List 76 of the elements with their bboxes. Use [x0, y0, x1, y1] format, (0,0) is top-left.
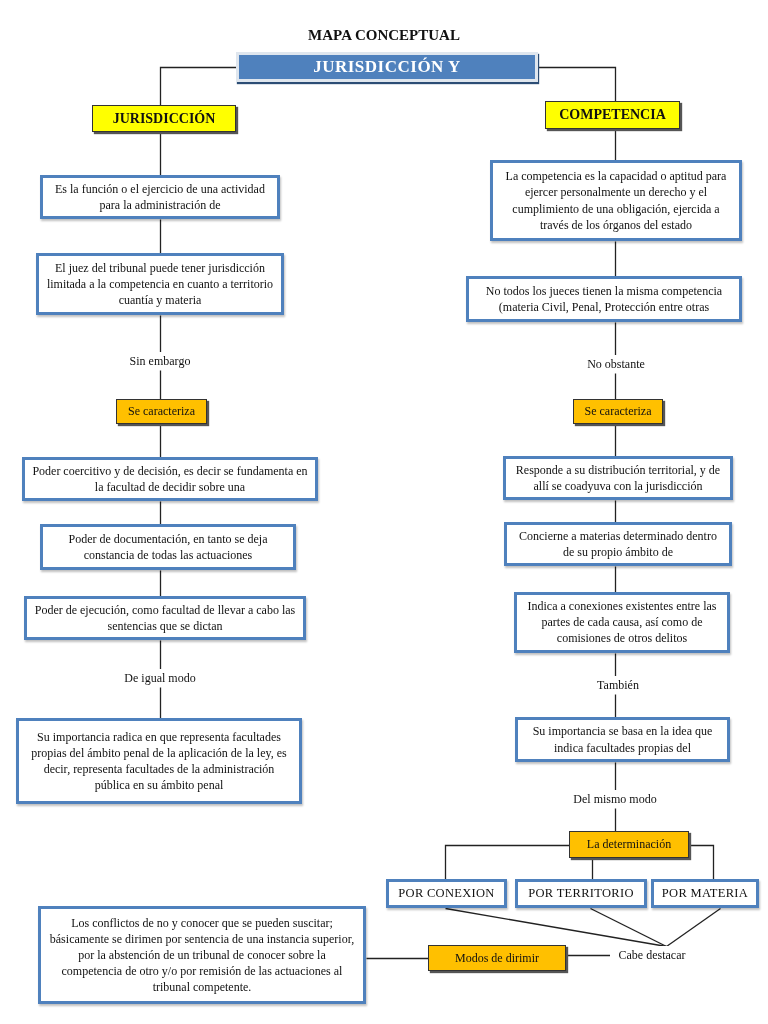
header-box — [236, 52, 538, 82]
connector-box — [573, 399, 663, 424]
concept-text: Poder de documentación, en tanto se deja constancia de todas las actuaciones — [67, 530, 269, 564]
main-concept-box — [92, 105, 236, 132]
connector-line — [688, 844, 715, 881]
connector-line — [614, 761, 617, 792]
concept-box — [651, 879, 759, 908]
connector-line — [614, 128, 617, 162]
concept-text: Concierne a materias determinado dentro de su propio ámbito de — [518, 528, 718, 561]
connector-line — [537, 66, 617, 103]
concept-box — [466, 276, 742, 322]
connector-line — [159, 569, 162, 598]
concept-title: JURISDICCIÓN — [112, 110, 216, 127]
connector-line — [159, 500, 162, 526]
concept-title: COMPETENCIA — [559, 107, 666, 123]
diagram-title: MAPA CONCEPTUAL — [308, 27, 460, 44]
concept-text: No todos los jueces tienen la misma competencia (materia Civil, Penal, Protección entre otras — [484, 282, 724, 316]
connector-line — [614, 240, 617, 278]
connector-line — [614, 652, 617, 678]
concept-text: POR MATERIA — [661, 885, 749, 902]
concept-text: Su importancia radica en que representa facultades propias del ámbito penal de la aplicación de la ley, es decir, representa facultades de la administración pública en su ámbito penal — [30, 728, 288, 794]
concept-text: El juez del tribunal puede tener jurisdicción limitada a la competencia en cuanto a territorio cuantía y materia — [45, 259, 275, 309]
concept-text: La competencia es la capacidad o aptitud para ejercer personalmente un derecho y el cumplimiento de una obligación, ejercida a través de los órganos del estado — [504, 168, 728, 233]
connector-line — [591, 857, 594, 881]
concept-box — [40, 524, 296, 570]
concept-text: Los conflictos de no y conocer que se pueden suscitar; básicamente se dirimen por sentencia de una instancia superior, por la abstención de un tribunal de conocer sobre la competencia de otro y/o por remisión de las actuaciones al tribunal competente. — [48, 914, 356, 996]
connector-line — [159, 686, 162, 720]
connector-line — [565, 954, 612, 957]
connector-box — [116, 399, 207, 424]
concept-text: POR CONEXION — [398, 885, 495, 902]
concept-box — [386, 879, 507, 908]
concept-box — [22, 457, 318, 502]
connector-line — [614, 565, 617, 594]
concept-text: Su importancia se basa en la idea que indica facultades propias del — [531, 723, 714, 756]
main-concept-box — [545, 101, 680, 129]
concept-box — [515, 717, 730, 762]
connector-text: Se caracteriza — [128, 404, 195, 419]
concept-box — [16, 718, 302, 804]
connector-line — [159, 423, 162, 459]
connector-box — [428, 945, 566, 971]
concept-box — [515, 879, 647, 908]
connector-text: La determinación — [586, 837, 672, 852]
concept-box — [503, 456, 733, 501]
connector-line — [614, 807, 617, 833]
connector-line — [159, 369, 162, 401]
connector-line — [159, 314, 162, 354]
connector-line — [365, 957, 430, 960]
concept-box — [490, 160, 742, 241]
connector-box — [569, 831, 689, 858]
concept-box — [40, 175, 280, 220]
connector-line — [444, 844, 571, 881]
concept-box — [38, 906, 366, 1004]
concept-box — [514, 592, 730, 653]
concept-text: Poder coercitivo y de decisión, es decir se fundamenta en la facultad de decidir sobre una — [31, 463, 309, 496]
concept-box — [504, 522, 732, 567]
connector-line — [614, 423, 617, 458]
header-text: JURISDICCIÓN Y — [313, 57, 461, 77]
connector-text: Modos de dirimir — [455, 950, 539, 966]
connector-line — [614, 321, 617, 357]
connector-line — [665, 907, 722, 948]
concept-box — [24, 596, 306, 641]
connector-line — [159, 131, 162, 177]
connector-line — [159, 66, 238, 107]
concept-text: Poder de ejecución, como facultad de llevar a cabo las sentencias que se dictan — [33, 602, 297, 635]
concept-text: Responde a su distribución territorial, y de allí se coadyuva con la jurisdicción — [514, 462, 722, 495]
connector-line — [614, 372, 617, 401]
connector-line — [589, 907, 668, 948]
concept-box — [36, 253, 284, 315]
concept-text: POR TERRITORIO — [528, 885, 634, 902]
connector-line — [159, 639, 162, 671]
connector-line — [614, 499, 617, 524]
connector-line — [614, 693, 617, 719]
connector-line — [159, 218, 162, 255]
connector-text: Se caracteriza — [584, 404, 652, 419]
concept-text: Es la función o el ejercicio de una actividad para la administración de — [54, 181, 266, 214]
concept-text: Indica a conexiones existentes entre las partes de cada causa, así como de comisiones de otros delitos — [526, 598, 718, 647]
